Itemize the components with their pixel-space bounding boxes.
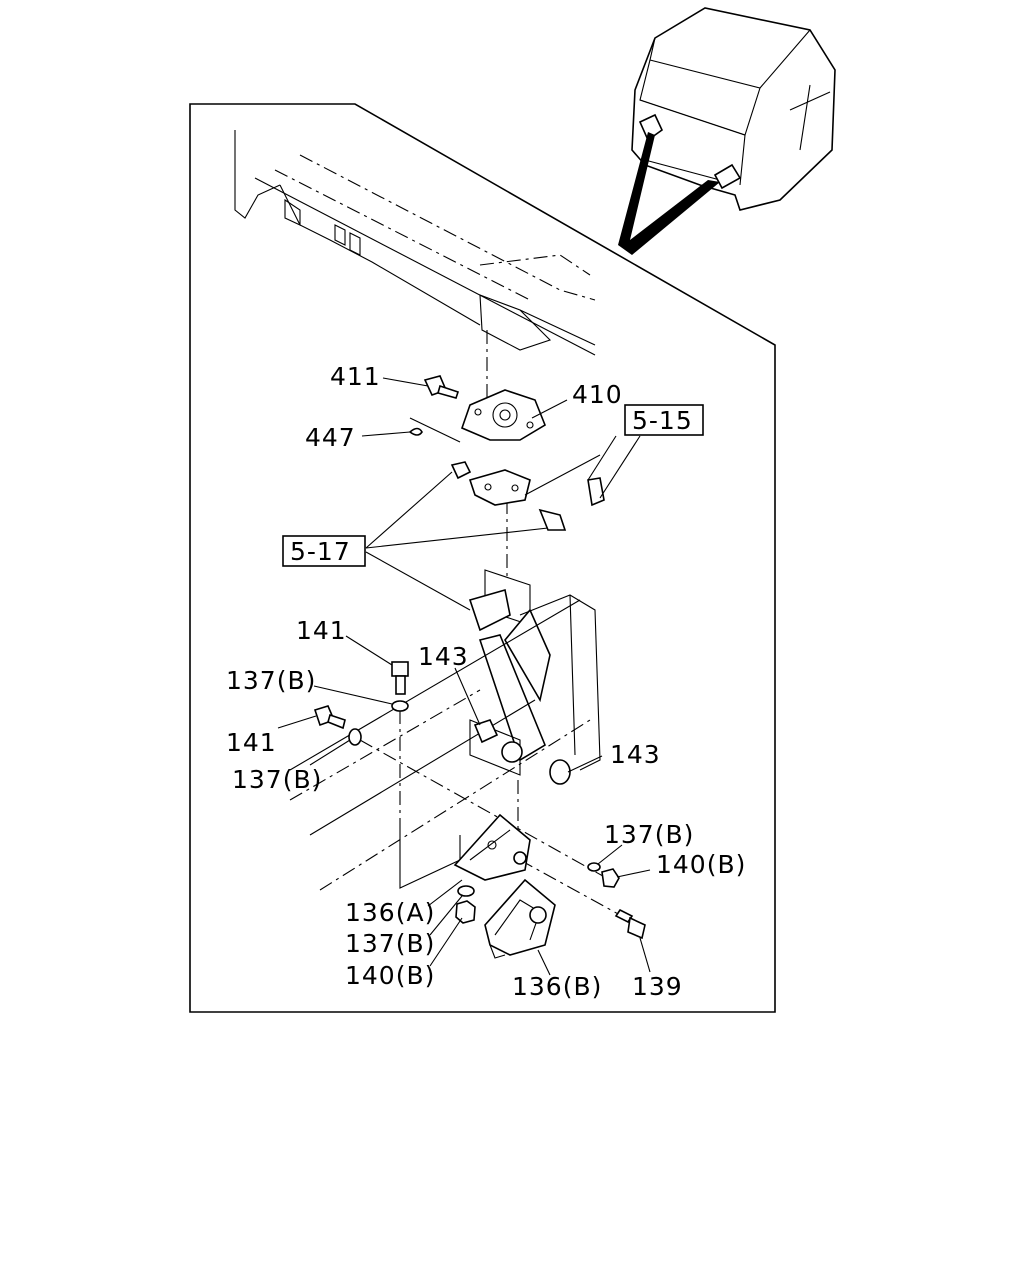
nut-140b-lower <box>455 900 476 924</box>
washer-137b-left <box>348 728 362 746</box>
callout-136a: 136(A) <box>345 898 435 927</box>
cross-member <box>289 594 601 891</box>
bracket-136a <box>453 813 531 881</box>
bolt-141-top <box>391 661 409 695</box>
washer-137b-right <box>587 862 601 872</box>
bolt-141-left <box>313 705 346 730</box>
callout-136b: 136(B) <box>512 972 602 1001</box>
callout-410: 410 <box>572 380 623 409</box>
callout-143-right: 143 <box>610 740 661 769</box>
bolt-411 <box>423 375 460 399</box>
callout-137b-top: 137(B) <box>226 666 316 695</box>
callout-143-left: 143 <box>418 642 469 671</box>
nut-140b-right <box>601 868 620 888</box>
bracket-136b <box>484 878 556 959</box>
callout-140b-lower: 140(B) <box>345 961 435 990</box>
mount-plate <box>468 469 531 506</box>
callout-141-left: 141 <box>226 728 277 757</box>
leader-lines <box>277 377 651 976</box>
frame-rail <box>234 130 596 356</box>
callout-139: 139 <box>632 972 683 1001</box>
ref-5-15-label: 5-15 <box>632 406 693 435</box>
bushing-143-right <box>549 759 571 785</box>
callout-137b-left: 137(B) <box>232 765 322 794</box>
bracket-410 <box>460 389 546 441</box>
washer-137b-top <box>391 700 409 712</box>
bolt-side <box>538 477 605 531</box>
locator-wedge <box>618 132 720 255</box>
truck-cab-thumbnail <box>618 7 836 255</box>
bushing-143-left <box>473 719 499 744</box>
bolt-139 <box>614 908 646 940</box>
nut-small <box>450 461 472 480</box>
shock-absorber <box>468 569 551 776</box>
callout-141-top: 141 <box>296 616 347 645</box>
callout-447: 447 <box>305 423 356 452</box>
callout-137b-lower: 137(B) <box>345 929 435 958</box>
clip-447 <box>408 427 423 436</box>
ref-5-15: 5-15 <box>624 404 704 436</box>
callout-411: 411 <box>330 362 381 391</box>
ref-5-17-label: 5-17 <box>290 537 351 566</box>
ref-5-17: 5-17 <box>282 535 366 567</box>
washer-137b-lower <box>457 885 475 897</box>
callout-140b-right: 140(B) <box>656 850 746 879</box>
callout-137b-right: 137(B) <box>604 820 694 849</box>
diagram-frame <box>189 103 776 1013</box>
